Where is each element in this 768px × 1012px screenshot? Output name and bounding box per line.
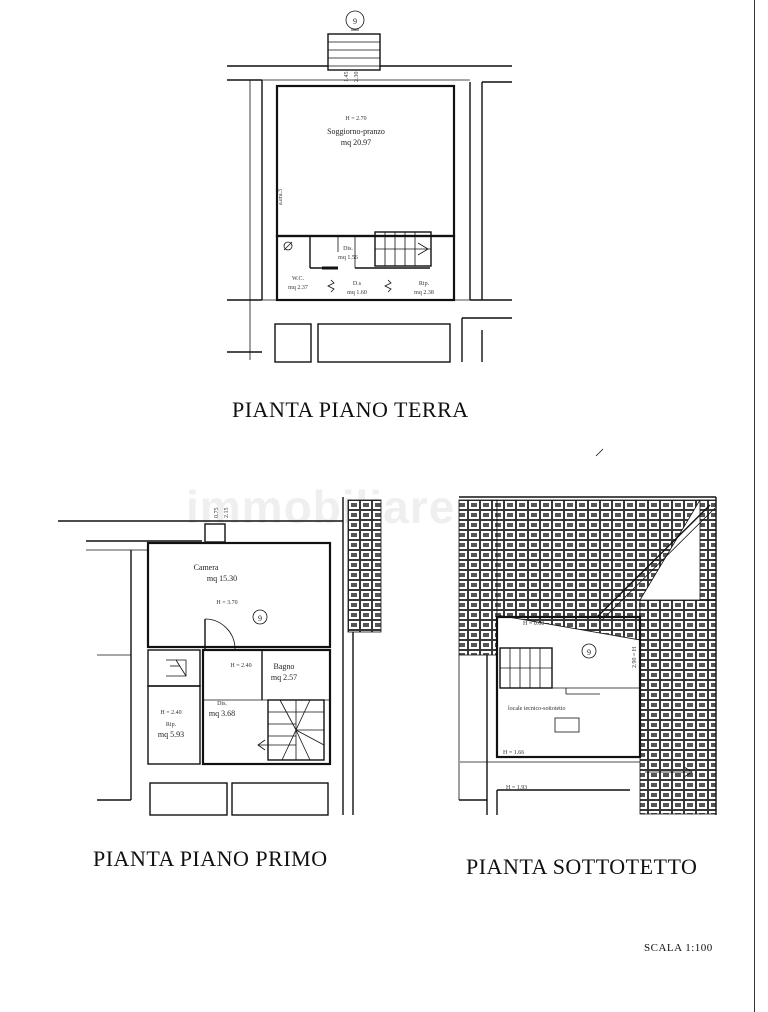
room-area-dis: mq 1.56: [338, 255, 358, 261]
unit-number-ground: 9: [353, 17, 357, 26]
room-area-dis-first: mq 3.68: [209, 709, 235, 718]
attic-plan: H = 0.60 9 2.90 = H locale tecnico-sotto…: [458, 496, 717, 815]
attic-title: PIANTA SOTTOTETTO: [466, 854, 698, 879]
room-area-ds: mq 1.60: [347, 290, 367, 296]
room-name-dis: Dis.: [343, 246, 353, 252]
ground-floor-title: PIANTA PIANO TERRA: [232, 397, 469, 422]
room-area-rip-first: mq 5.93: [158, 730, 184, 739]
room-name-camera: Camera: [194, 563, 219, 572]
attic-side-dim: 2.90 = H: [632, 646, 638, 668]
attic-mid-height: H = 1.66: [503, 750, 524, 756]
room-area-rip: mq 2.38: [414, 290, 434, 296]
watermark-logo: immobiliare: [186, 481, 456, 533]
room-name-rip: Rip.: [419, 281, 430, 287]
unit-number-first: 9: [258, 614, 262, 623]
unit-marker-attic: [581, 643, 597, 659]
room-area-camera: mq 15.30: [207, 574, 237, 583]
dim-label: 0.75: [214, 508, 220, 519]
attic-bottom-height: H = 1.93: [506, 785, 527, 791]
scale-label: SCALA 1:100: [644, 942, 713, 954]
dim-label: 2.15: [224, 508, 230, 519]
room-height-rip: H = 2.40: [160, 710, 181, 716]
room-name-wc: W.C.: [292, 276, 305, 282]
room-height-camera: H = 3.70: [216, 600, 237, 606]
attic-room-label: locale tecnico-sottotetto: [508, 706, 565, 712]
attic-top-height: H = 0.60: [523, 621, 544, 627]
first-floor-title: PIANTA PIANO PRIMO: [93, 846, 328, 871]
room-name-soggiorno: Soggiorno-pranzo: [327, 127, 385, 136]
page-edge: [754, 0, 755, 1012]
unit-marker-first: [252, 609, 268, 625]
unit-number-attic: 9: [587, 648, 591, 657]
room-height: H = 2.70: [345, 116, 366, 122]
room-name-dis-first: Dis.: [217, 701, 227, 707]
room-height-bagno: H = 2.40: [230, 663, 251, 669]
first-floor-plan: 0.75 2.15 Camera mq 15.30 H = 3.70 9: [58, 497, 382, 816]
side-label: a.era.3: [278, 189, 284, 205]
ground-floor-plan: 9 1.45 2.30 a.era.3 H = 2.70 Soggiorno-p…: [227, 10, 512, 363]
room-area-bagno: mq 2.57: [271, 673, 297, 682]
room-area-wc: mq 2.37: [288, 285, 308, 291]
room-name-bagno: Bagno: [274, 662, 295, 671]
dim-label: 2.30: [354, 72, 360, 83]
room-name-ds: D.s: [353, 281, 362, 287]
unit-marker-ground: [345, 10, 365, 30]
dim-label: 1.45: [344, 72, 350, 83]
room-name-rip-first: Rip.: [166, 722, 177, 728]
room-area-soggiorno: mq 20.97: [341, 138, 371, 147]
